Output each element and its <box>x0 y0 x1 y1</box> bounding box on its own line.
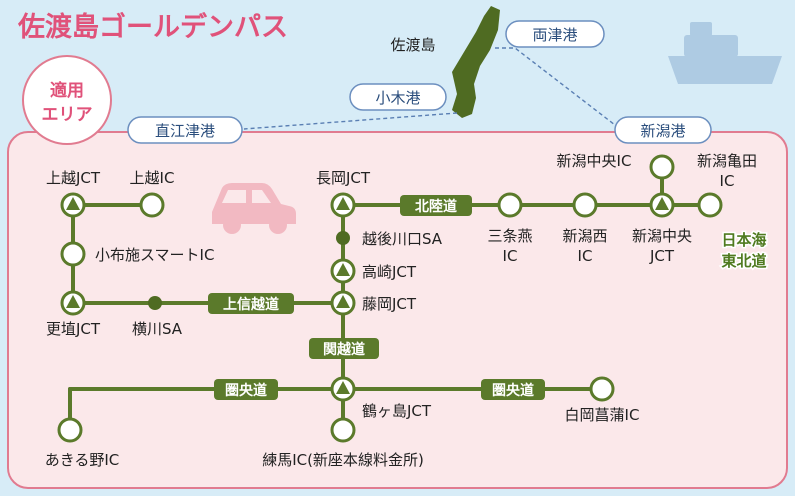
sado-island <box>452 6 500 118</box>
label-niigatachuo-ic: 新潟中央IC <box>557 152 632 170</box>
ferry-line-ogi <box>243 112 458 130</box>
ic-marker-shirooka <box>589 376 615 402</box>
road-label-ken-o-right: 圏央道 <box>481 379 545 400</box>
label-kofuse: 小布施スマートIC <box>95 246 214 264</box>
label-takasaki-jct: 高崎JCT <box>362 263 417 281</box>
ic-marker-niigatanishi <box>572 192 598 218</box>
label-niigatakameda-line1: 新潟亀田 <box>697 152 757 170</box>
road-label-ken-o-left-text: 圏央道 <box>225 382 267 399</box>
road-label-nihonkai-line1: 日本海 <box>721 231 766 249</box>
label-yokokawa-sa: 横川SA <box>132 320 183 338</box>
port-niigata: 新潟港 <box>614 116 712 144</box>
label-akiruno-ic: あきる野IC <box>45 451 120 469</box>
label-niigatanishi-line2: IC <box>578 247 593 265</box>
road-label-joshinetsu: 上信越道 <box>208 293 294 314</box>
label-echigo-sa: 越後川口SA <box>362 230 443 248</box>
island-name: 佐渡島 <box>390 36 435 54</box>
page-title: 佐渡島ゴールデンパス <box>17 11 288 43</box>
label-niigatanishi-line1: 新潟西 <box>562 227 607 245</box>
label-niigatachuo-jct-line2: JCT <box>649 247 675 265</box>
label-joetsu-jct: 上越JCT <box>46 169 101 187</box>
label-niigatachuo-jct-line1: 新潟中央 <box>632 227 692 245</box>
jct-marker-koshoku <box>60 290 86 316</box>
jct-marker-nagaoka <box>330 192 356 218</box>
jct-marker-tsurugashima <box>330 376 356 402</box>
node-labels: 上越JCT 上越IC 小布施スマートIC 更埴JCT 横川SA 長岡JCT 越後… <box>45 152 757 469</box>
node-markers <box>57 154 723 443</box>
road-label-kanetsu: 関越道 <box>309 338 379 359</box>
port-ryotsu-label: 両津港 <box>532 26 577 44</box>
area-badge-line1: 適用 <box>50 80 84 101</box>
ic-marker-nerima <box>330 417 356 443</box>
road-label-kanetsu-text: 関越道 <box>323 341 365 358</box>
ic-marker-niigatakameda <box>697 192 723 218</box>
road-label-nihonkai-tohoku: 日本海 東北道 <box>720 230 768 272</box>
label-fujioka-jct: 藤岡JCT <box>362 295 417 313</box>
label-sanjo-line1: 三条燕 <box>487 227 532 245</box>
road-label-hokuriku: 北陸道 <box>400 195 472 216</box>
label-niigatakameda-line2: IC <box>720 172 735 190</box>
label-tsurugashima-jct: 鶴ヶ島JCT <box>362 402 432 420</box>
ic-marker-sanjo <box>497 192 523 218</box>
road-label-ken-o-right-text: 圏央道 <box>492 382 534 399</box>
sa-marker-yokokawa <box>148 296 162 310</box>
road-label-ken-o-left: 圏央道 <box>214 379 278 400</box>
port-naoetsu-label: 直江津港 <box>155 122 215 140</box>
jct-marker-joetsu <box>60 192 86 218</box>
label-joetsu-ic: 上越IC <box>130 169 175 187</box>
label-nagaoka-jct: 長岡JCT <box>316 169 371 187</box>
label-nerima-ic: 練馬IC(新座本線料金所) <box>262 451 424 469</box>
port-ogi: 小木港 <box>349 83 447 111</box>
road-label-nihonkai-line2: 東北道 <box>721 252 766 270</box>
jct-marker-fujioka <box>330 290 356 316</box>
car-icon <box>212 183 296 234</box>
label-koshoku-jct: 更埴JCT <box>46 320 101 338</box>
port-niigata-label: 新潟港 <box>640 122 685 140</box>
port-ogi-label: 小木港 <box>375 89 420 107</box>
port-ryotsu: 両津港 <box>505 20 605 48</box>
road-label-hokuriku-text: 北陸道 <box>415 198 457 215</box>
label-sanjo-line2: IC <box>503 247 518 265</box>
jct-marker-niigatachuo <box>649 192 675 218</box>
ic-marker-akiruno <box>57 417 83 443</box>
ic-marker-kofuse <box>60 241 86 267</box>
ic-marker-joetsu <box>139 192 165 218</box>
port-naoetsu: 直江津港 <box>127 116 243 144</box>
label-shirooka-ic: 白岡菖蒲IC <box>565 406 640 424</box>
road-label-joshinetsu-text: 上信越道 <box>223 296 279 313</box>
area-badge-line2: エリア <box>42 105 93 125</box>
area-badge: 適用 エリア <box>22 55 112 145</box>
ic-marker-niigatachuo <box>649 154 675 180</box>
jct-marker-takasaki <box>330 258 356 284</box>
sa-marker-echigo <box>336 231 350 245</box>
ship-icon <box>668 22 782 84</box>
applicable-area <box>7 131 788 489</box>
